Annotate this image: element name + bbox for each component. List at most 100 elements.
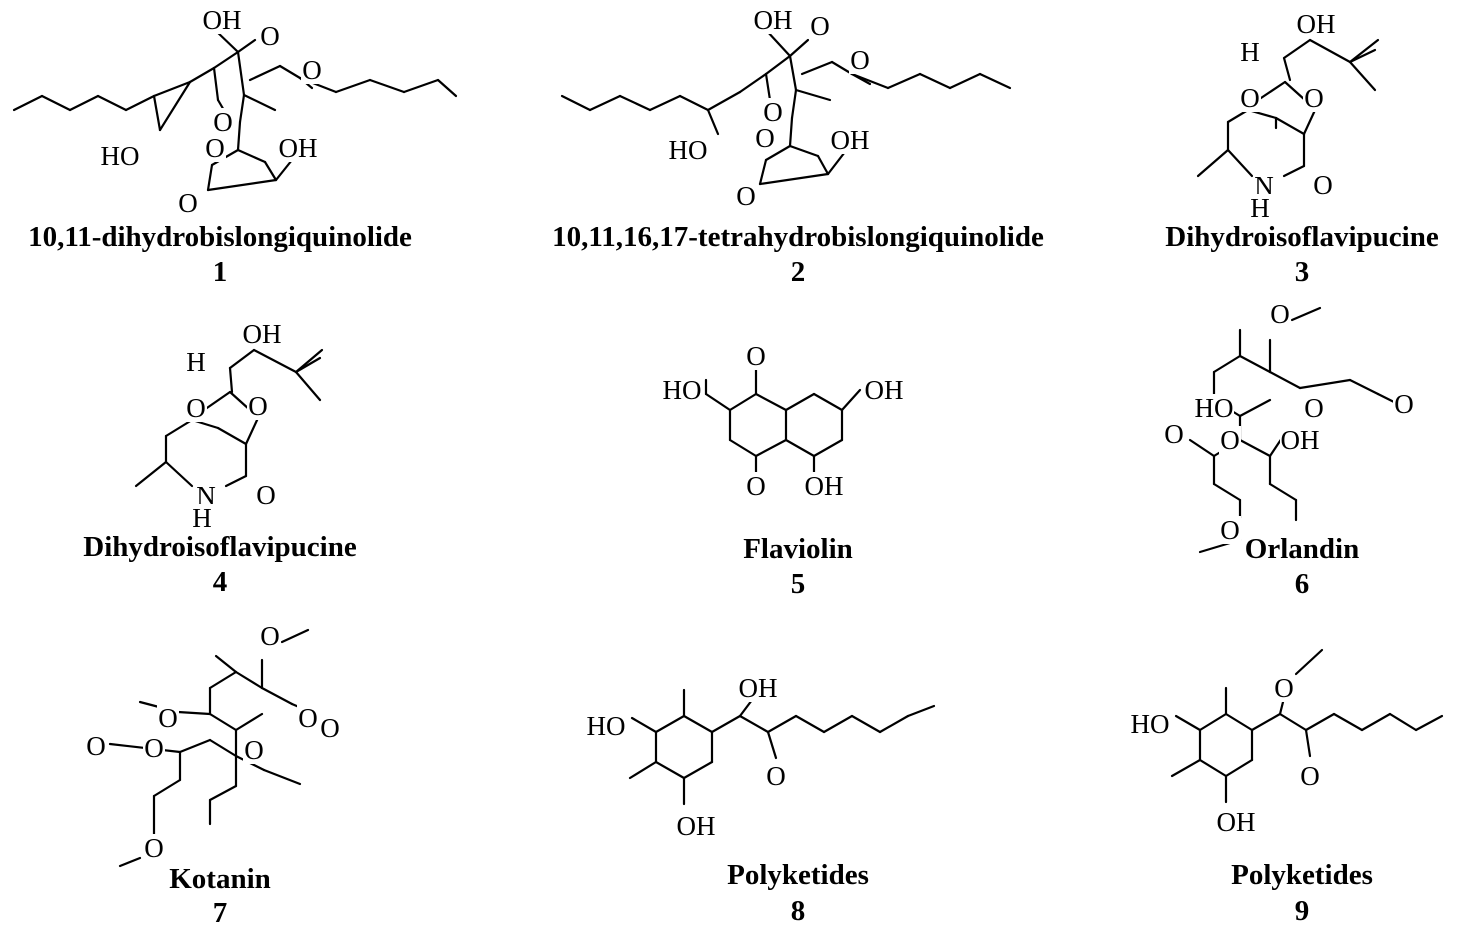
bond-line (236, 38, 257, 54)
atom-label: O (256, 480, 276, 510)
bond-line (236, 120, 242, 152)
atom-label-background (676, 812, 716, 840)
bond-line (262, 768, 302, 786)
atom-label: O (260, 21, 280, 51)
bond-line (176, 710, 212, 716)
bond-line (978, 72, 1012, 90)
bond-lines (12, 28, 458, 192)
bond-line (1290, 306, 1322, 322)
atom-label: O (1304, 393, 1324, 423)
bond-line (682, 760, 714, 780)
atom-label-background (738, 674, 778, 702)
atom-label-background (259, 622, 281, 650)
compound-name: Dihydroisoflavipucine (83, 531, 357, 563)
compound-number: 6 (1295, 568, 1310, 600)
bond-line (1348, 60, 1377, 92)
bond-line (754, 438, 788, 458)
bond-line (878, 714, 910, 734)
atom-label: O (158, 703, 178, 733)
bond-line (294, 348, 324, 374)
bond-line (152, 778, 182, 798)
atom-label: O (746, 471, 766, 501)
atom-label: OH (203, 5, 242, 35)
bond-line (152, 80, 192, 98)
bond-line (812, 438, 844, 458)
atom-label: N (196, 481, 216, 511)
atom-label: O (1394, 389, 1414, 419)
atom-label: O (763, 97, 783, 127)
bond-line (588, 94, 622, 112)
bond-line (790, 88, 798, 120)
bond-line (1388, 712, 1418, 732)
atom-label-background (849, 46, 871, 74)
bond-line (234, 670, 264, 690)
bond-lines (108, 628, 322, 868)
atom-label-background (735, 182, 757, 210)
compound-name: Flaviolin (743, 533, 853, 565)
bond-line (682, 714, 714, 734)
bond-line (628, 760, 658, 780)
atom-label-background (85, 732, 107, 760)
atom-label-background (297, 704, 319, 732)
bond-line (764, 54, 792, 76)
bond-line (234, 712, 264, 732)
atom-label-background (1163, 420, 1185, 448)
atom-label: HO (669, 135, 708, 165)
bond-line (764, 28, 792, 58)
atom-label: O (260, 621, 280, 651)
atom-label: O (810, 11, 830, 41)
atom-label-background (143, 834, 165, 862)
bond-line (228, 390, 252, 412)
bond-line (764, 72, 772, 102)
bond-line (728, 392, 758, 412)
atom-label-background (804, 472, 844, 500)
atom-label-background (809, 12, 831, 40)
atom-label-background (301, 56, 323, 84)
atom-label-background (1312, 171, 1334, 199)
bond-line (800, 60, 834, 76)
bond-line (252, 348, 298, 374)
bond-line (1283, 80, 1307, 102)
compound-number: 9 (1295, 895, 1310, 927)
bond-line (1348, 378, 1380, 396)
atom-label: O (244, 735, 264, 765)
compound-number: 8 (791, 895, 806, 927)
bond-line (216, 426, 248, 446)
bond-line (788, 38, 810, 58)
bond-line (152, 94, 162, 132)
bond-line (1170, 758, 1202, 778)
bond-line (236, 50, 246, 97)
atom-label-background (762, 98, 784, 126)
atom-label: HO (663, 375, 702, 405)
atom-label-background (1249, 194, 1271, 222)
compound-name: Orlandin (1245, 533, 1359, 565)
bond-line (208, 670, 238, 690)
atom-label-background (185, 348, 207, 376)
bond-line (906, 704, 936, 718)
atom-label: O (1164, 419, 1184, 449)
bond-line (764, 144, 792, 162)
bond-line (1224, 758, 1254, 778)
bond-line (1274, 116, 1306, 136)
bond-line (738, 72, 768, 94)
atom-label: O (1220, 515, 1240, 545)
bond-line (278, 64, 302, 80)
atom-label: O (1270, 299, 1290, 329)
bond-line (1250, 712, 1282, 732)
bond-line (678, 94, 710, 112)
bond-line (1414, 714, 1444, 732)
atom-label: OH (279, 133, 318, 163)
bond-line (263, 160, 278, 182)
atom-label-background (753, 6, 793, 34)
bond-lines (628, 688, 936, 806)
atom-label-background (1219, 426, 1241, 454)
bond-lines (704, 364, 862, 476)
bond-line (1298, 378, 1352, 390)
atom-label-background (745, 342, 767, 370)
bond-line (784, 438, 816, 458)
bond-lines (560, 28, 1012, 186)
